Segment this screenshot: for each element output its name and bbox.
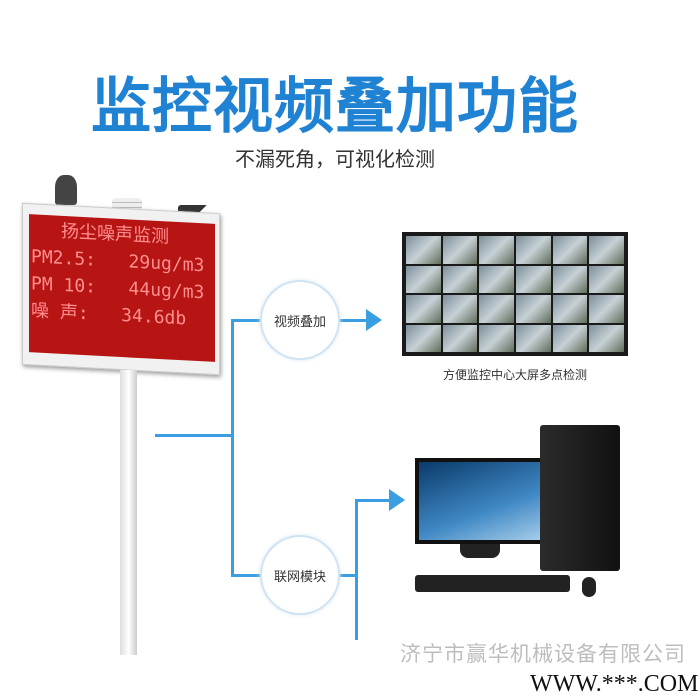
anemometer-icon: [55, 175, 77, 205]
mouse: [582, 577, 596, 597]
branch-video-overlay: 视频叠加: [260, 280, 340, 360]
video-wall-image: [402, 232, 628, 356]
computer-monitor: [415, 458, 545, 544]
website-url: WWW.***.COM: [530, 671, 699, 697]
page-title: 监控视频叠加功能: [91, 72, 579, 142]
branch-label: 联网模块: [273, 569, 326, 585]
sign-pole: [120, 370, 137, 655]
connector-line: [355, 500, 358, 640]
arrow-icon: [366, 309, 382, 331]
computer-tower: [540, 425, 620, 571]
connector-line: [338, 574, 357, 577]
video-wall-caption: 方便监控中心大屏多点检测: [442, 368, 587, 382]
connector-line: [338, 319, 368, 322]
monitor-stand: [460, 544, 500, 558]
connector-line: [231, 319, 271, 322]
branch-network-module: 联网模块: [260, 535, 340, 615]
subtitle: 不漏死角，可视化检测: [235, 147, 435, 171]
arrow-icon: [389, 489, 405, 511]
connector-line: [355, 499, 391, 502]
branch-label: 视频叠加: [273, 314, 326, 330]
keyboard: [415, 575, 570, 592]
connector-line: [231, 574, 271, 577]
connector-line: [231, 320, 234, 576]
company-name: 济宁市赢华机械设备有限公司: [400, 642, 686, 666]
connector-line: [155, 434, 233, 437]
